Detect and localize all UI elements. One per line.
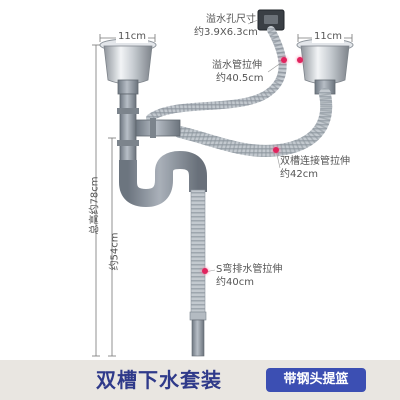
product-title: 双槽下水套装: [96, 368, 222, 392]
feature-badge: 带钢头提篮: [266, 368, 366, 392]
left-sink-strainer: [99, 38, 157, 95]
overflow-hole-size-value: 约3.9X6.3cm: [194, 27, 258, 38]
total-height-dimension: [92, 44, 100, 357]
double-connect-title: 双槽连接管拉伸: [280, 156, 350, 167]
double-connect-value: 约42cm: [280, 169, 318, 180]
overflow-hole-size-title: 溢水孔尺寸: [206, 14, 256, 25]
overflow-hole-leader: [247, 19, 259, 25]
overflow-hose: [146, 26, 287, 122]
marker-dot-right-sink: [297, 57, 303, 63]
sink-left-width-label: 11cm: [116, 31, 148, 43]
s-trap: [119, 151, 207, 207]
total-height-label: 总高约78cm: [89, 176, 101, 235]
trap-height-dimension: [108, 137, 116, 357]
marker-dot-drain: [202, 268, 208, 274]
overflow-pipe-value: 约40.5cm: [216, 73, 264, 84]
sink-right-width-label: 11cm: [312, 31, 344, 43]
s-drain-value: 约40cm: [216, 277, 254, 288]
overflow-plate: [257, 9, 285, 31]
connector-leader: [275, 149, 281, 169]
marker-dot-overflow-pipe: [281, 57, 287, 63]
marker-dot-connector: [273, 147, 279, 153]
s-drain-title: S弯排水管拉伸: [216, 264, 283, 275]
s-bend-drain-hose: [189, 189, 207, 357]
overflow-pipe-title: 溢水管拉伸: [212, 60, 262, 71]
trap-height-label: 约54cm: [109, 232, 121, 271]
right-sink-strainer: [296, 38, 354, 95]
